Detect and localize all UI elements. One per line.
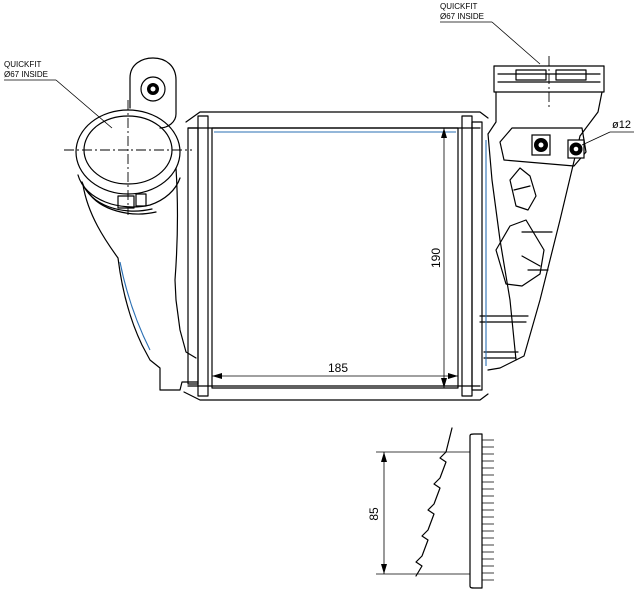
width-dimension: 185: [212, 361, 458, 379]
right-quickfit-line1: QUICKFIT: [440, 2, 477, 11]
left-quickfit-line2: Ø67 INSIDE: [4, 70, 48, 79]
left-quickfit-line1: QUICKFIT: [4, 60, 41, 69]
height-label: 190: [429, 248, 443, 268]
diameter-callout: ø12: [581, 119, 634, 146]
core-outline: [183, 111, 489, 401]
detail-height-label: 85: [367, 507, 381, 521]
fin-detail: 85: [367, 427, 494, 589]
left-inlet-pipe: [64, 57, 199, 391]
left-quickfit-callout: QUICKFIT Ø67 INSIDE: [4, 60, 113, 129]
height-dimension: 190: [429, 128, 447, 388]
right-quickfit-callout: QUICKFIT Ø67 INSIDE: [440, 2, 541, 65]
right-outlet-pipe: [479, 56, 605, 371]
right-quickfit-line2: Ø67 INSIDE: [440, 12, 484, 21]
width-label: 185: [328, 361, 348, 375]
diameter-label: ø12: [612, 119, 631, 131]
